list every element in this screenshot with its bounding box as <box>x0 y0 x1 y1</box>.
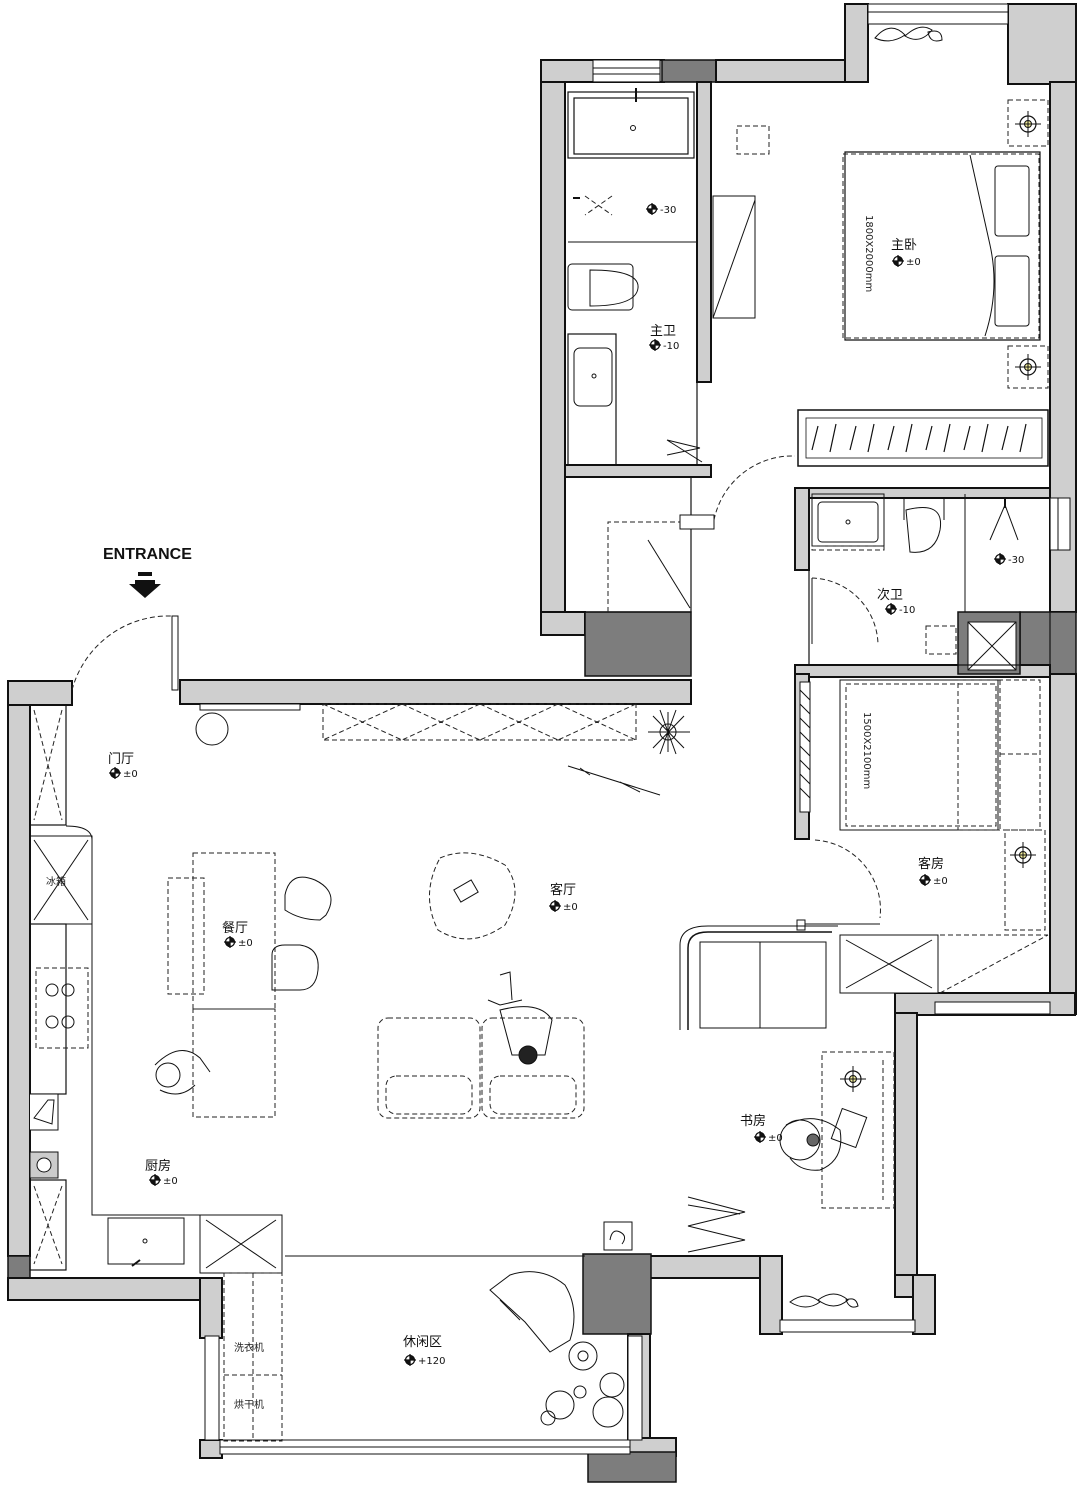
level-marker-icon <box>548 899 562 913</box>
level-marker-icon <box>993 552 1007 566</box>
windows <box>204 3 1071 1455</box>
master-bath <box>564 81 770 466</box>
entrance-label: ENTRANCE <box>103 546 192 563</box>
leisure-area-level: +120 <box>418 1356 445 1367</box>
plant-icon <box>648 709 690 755</box>
leisure-area-name: 休闲区 <box>403 1335 442 1350</box>
level-marker-icon <box>403 1353 417 1367</box>
ceiling-light-icon <box>1009 841 1037 869</box>
dining-room-name: 餐厅 <box>222 920 248 936</box>
master-bedroom: 1800X2000mm 主卧 ±0 <box>842 99 1049 389</box>
level-marker-icon <box>753 1130 767 1144</box>
entrance: ENTRANCE <box>71 546 192 691</box>
level-marker-icon <box>108 766 122 780</box>
foyer-level: ±0 <box>123 769 138 780</box>
level-marker-icon <box>223 935 237 949</box>
kitchen-level: ±0 <box>163 1176 178 1187</box>
guest-bed-size: 1500X2100mm <box>861 712 872 789</box>
level-marker-icon <box>884 602 898 616</box>
second-bath: 次卫 -10 -30 <box>808 493 1051 666</box>
second-bath-level: -10 <box>899 605 915 616</box>
master-bed-size: 1800X2000mm <box>863 215 874 292</box>
guest-room-name: 客房 <box>918 856 944 872</box>
washer-label: 洗衣机 <box>234 1341 264 1354</box>
foyer-kitchen: 冰箱 门厅 ±0 厨房 ±0 <box>29 704 283 1274</box>
level-marker-icon <box>891 254 905 268</box>
kitchen-name: 厨房 <box>145 1158 171 1174</box>
guest-room: 1500X2100mm 客房 ±0 <box>796 679 1049 994</box>
living-room-level: ±0 <box>563 902 578 913</box>
master-bath-level: -10 <box>663 341 679 352</box>
level-marker-icon <box>918 873 932 887</box>
person-icon <box>487 971 553 1065</box>
level-marker-icon <box>148 1173 162 1187</box>
plant-icon <box>789 26 943 1308</box>
ceiling-light-icon <box>1014 353 1042 381</box>
foyer-name: 门厅 <box>108 752 134 767</box>
ceiling-light-icon <box>1014 110 1042 138</box>
second-bath-shower-level: -30 <box>1008 555 1024 566</box>
leisure-area: 洗衣机 烘干机 休闲区 +120 <box>223 1221 633 1442</box>
master-bath-name: 主卫 <box>650 324 676 339</box>
study-name: 书房 <box>740 1113 766 1129</box>
fridge-label: 冰箱 <box>46 875 66 888</box>
master-bedroom-name: 主卧 <box>891 238 917 253</box>
plant-icon <box>540 1341 625 1428</box>
dining-room-level: ±0 <box>238 938 253 949</box>
living-dining: 餐厅 ±0 客厅 ±0 <box>154 703 690 1257</box>
master-bedroom-level: ±0 <box>906 257 921 268</box>
study: 书房 ±0 <box>679 925 895 1253</box>
second-bath-name: 次卫 <box>877 587 903 603</box>
study-level: ±0 <box>768 1133 783 1144</box>
ceiling-light-icon <box>839 1065 867 1093</box>
entrance-arrow-icon <box>129 572 161 598</box>
living-room-name: 客厅 <box>550 882 576 898</box>
walls <box>7 3 1077 1483</box>
person-icon <box>154 1050 211 1095</box>
master-bath-shower-level: -30 <box>660 205 676 216</box>
guest-room-level: ±0 <box>933 876 948 887</box>
level-marker-icon <box>648 338 662 352</box>
level-marker-icon <box>645 202 659 216</box>
entry-closet <box>564 455 796 613</box>
person-icon <box>779 1107 868 1171</box>
dryer-label: 烘干机 <box>234 1398 264 1411</box>
